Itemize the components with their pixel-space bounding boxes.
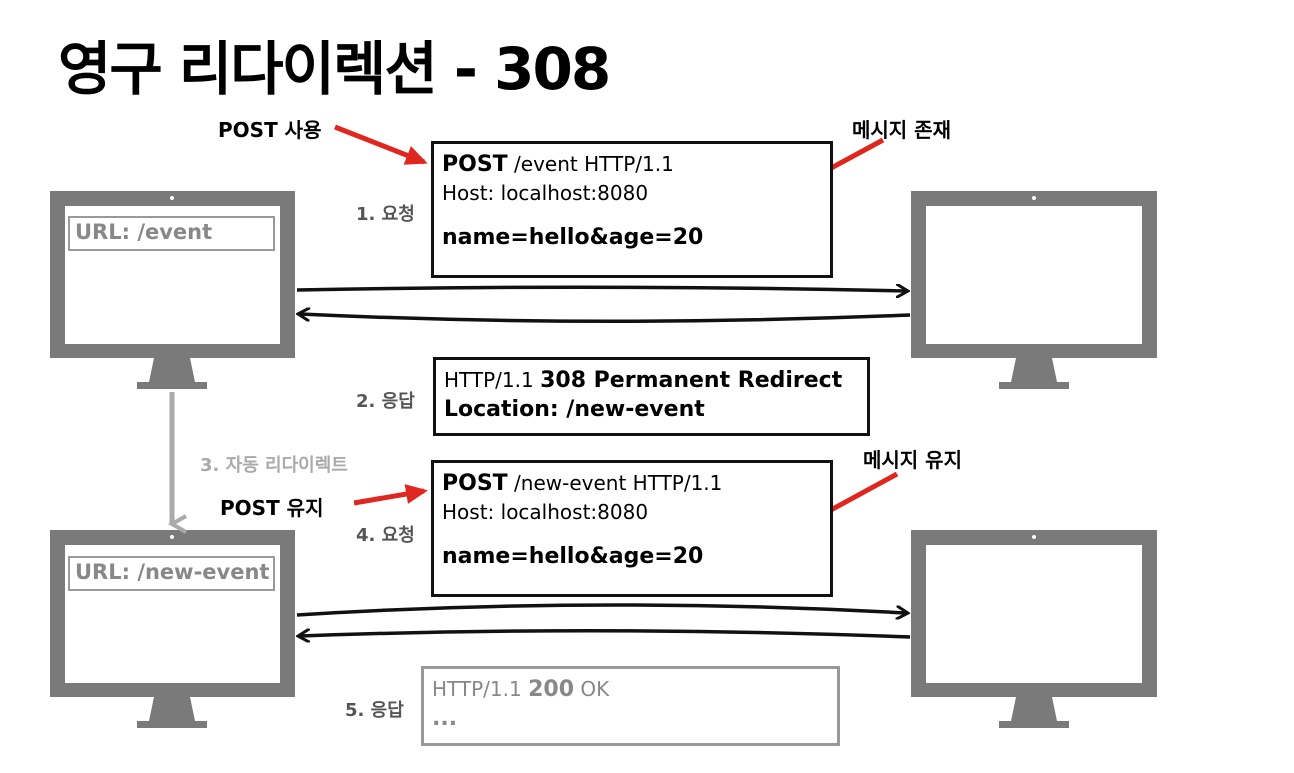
step-3-label: 3. 자동 리다이렉트 [200,455,348,476]
url-label-bottom: URL: /new-event [68,556,275,591]
post-use-arrow [334,124,428,165]
step-2-label: 2. 응답 [356,391,415,412]
request-1-method: POST [442,152,508,177]
annotation-post-use: POST 사용 [218,118,322,142]
request-4-message: POST /new-event HTTP/1.1 Host: localhost… [431,460,833,597]
response-5-status-text: OK [574,677,610,701]
request-arrow-bottom [296,603,906,615]
response-arrow-top [300,314,911,324]
response-5-status-code: 200 [528,677,575,702]
post-keep-arrow [353,484,428,506]
step-4-label: 4. 요청 [356,525,415,546]
response-2-status-prefix: HTTP/1.1 [444,368,541,392]
step-1-label: 1. 요청 [356,204,415,225]
response-5-status-prefix: HTTP/1.1 [432,677,529,701]
request-4-host: Host: localhost:8080 [442,500,649,524]
server-monitor-bottom [911,530,1157,728]
response-5-ellipsis: ... [432,706,458,731]
request-1-body: name=hello&age=20 [442,225,704,250]
response-2-status: 308 Permanent Redirect [540,368,843,393]
url-label-top: URL: /event [68,216,275,251]
response-arrow-bottom [300,631,911,637]
request-arrow-top [296,287,906,291]
page-title: 영구 리다이렉션 - 308 [58,35,611,103]
request-4-line: /new-event HTTP/1.1 [507,471,723,495]
response-5-message: HTTP/1.1 200 OK ... [421,666,840,746]
request-1-message: POST /event HTTP/1.1 Host: localhost:808… [431,141,833,278]
response-2-location: Location: /new-event [444,397,705,422]
response-2-message: HTTP/1.1 308 Permanent Redirect Location… [433,357,870,436]
server-monitor-top [911,191,1157,389]
step-5-label: 5. 응답 [345,700,404,721]
request-1-host: Host: localhost:8080 [442,181,649,205]
request-1-line: /event HTTP/1.1 [507,152,674,176]
annotation-post-keep: POST 유지 [220,496,324,520]
annotation-msg-keep: 메시지 유지 [863,448,962,472]
request-4-body: name=hello&age=20 [442,544,704,569]
annotation-msg-exists: 메시지 존재 [852,118,951,142]
request-4-method: POST [442,471,508,496]
